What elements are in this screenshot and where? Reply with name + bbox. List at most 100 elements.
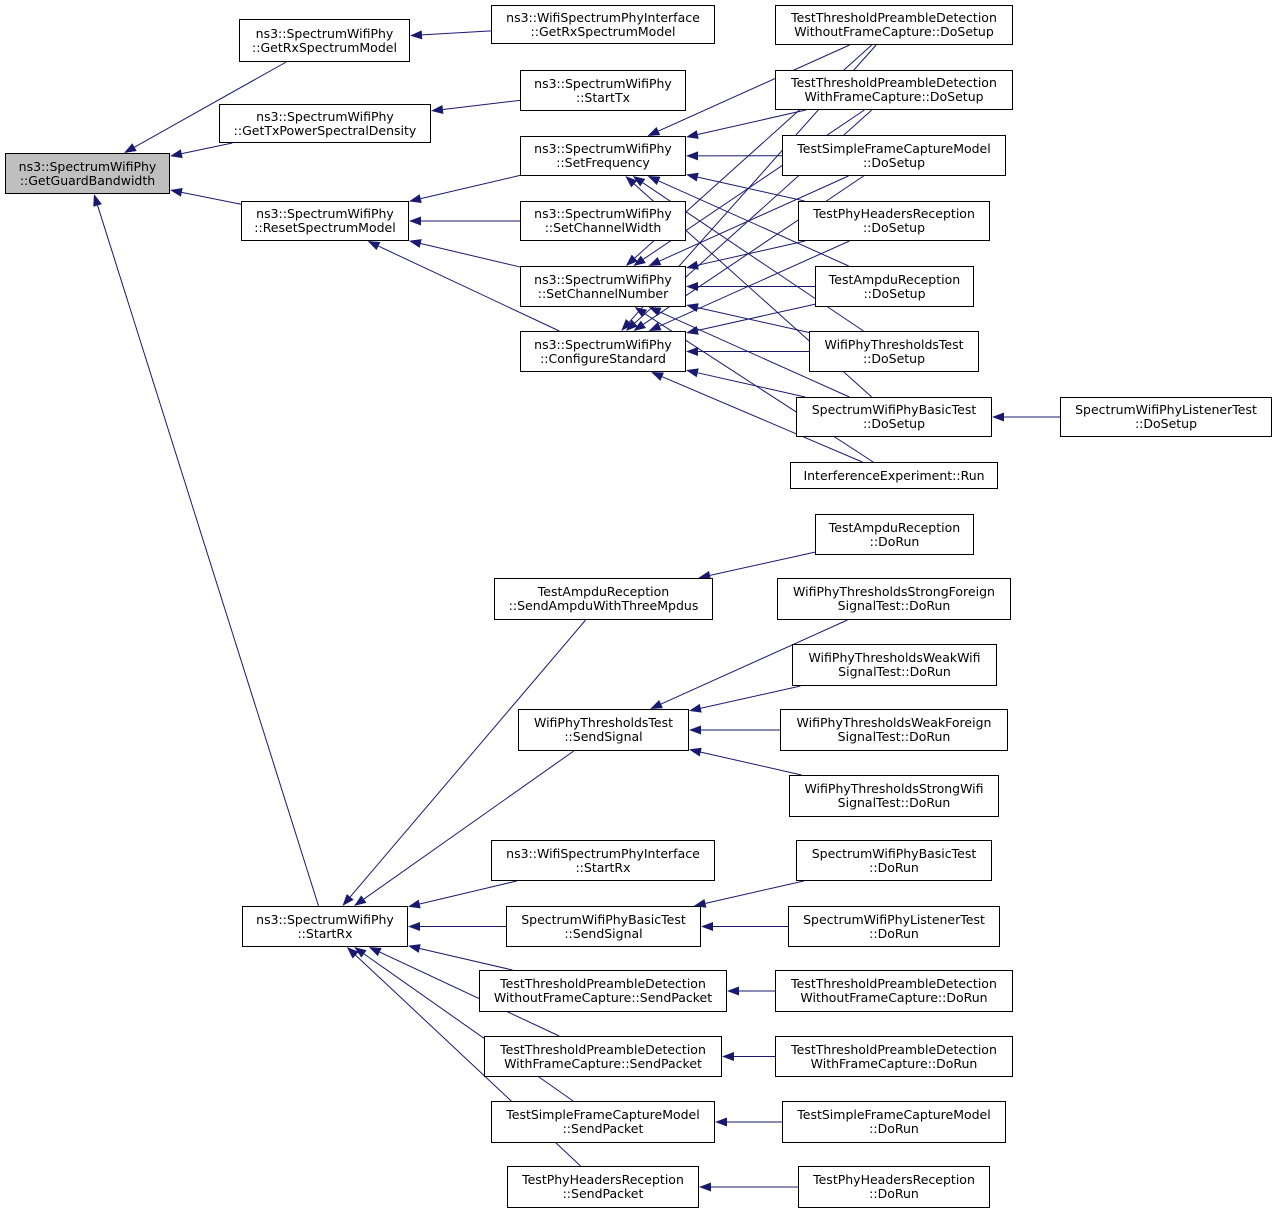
node-line-2: ::SendPacket xyxy=(562,1186,644,1201)
node-listener-test-dorun[interactable]: SpectrumWifiPhyListenerTest::DoRun xyxy=(788,906,1000,947)
edge-arrowhead xyxy=(992,412,1004,422)
node-line-1: ns3::SpectrumWifiPhy xyxy=(256,108,394,124)
node-ampdu-reception-dosetup[interactable]: TestAmpduReception::DoSetup xyxy=(815,266,974,307)
node-start-rx[interactable]: ns3::SpectrumWifiPhy::StartRx xyxy=(242,906,408,947)
node-line-1: TestAmpduReception xyxy=(828,519,961,535)
edge-arrowhead xyxy=(633,320,646,331)
node-configure-standard[interactable]: ns3::SpectrumWifiPhy::ConfigureStandard xyxy=(520,331,686,372)
node-wifi-phy-thresholds-send-signal[interactable]: WifiPhyThresholdsTest::SendSignal xyxy=(518,709,689,751)
node-if-start-rx[interactable]: ns3::WifiSpectrumPhyInterface::StartRx xyxy=(491,840,715,881)
edge-tpdw-to-setfreq xyxy=(697,109,806,136)
edge-confstd-to-resetsm xyxy=(378,245,560,332)
node-line-2: ::DoSetup xyxy=(862,154,926,170)
node-thresholds-dosetup[interactable]: WifiPhyThresholdsTest::DoSetup xyxy=(809,331,979,372)
edge-swpbt-to-confstd xyxy=(697,372,806,398)
edge-wpt_send-to-startrx xyxy=(363,750,575,900)
edge-arrowhead xyxy=(648,256,662,266)
edge-arrowhead xyxy=(409,194,422,204)
node-ampdu-reception-dorun[interactable]: TestAmpduReception::DoRun xyxy=(815,514,974,555)
node-line-1: TestPhyHeadersReception xyxy=(813,1172,975,1187)
edge-tpdwo_send-to-startrx xyxy=(419,947,513,971)
node-line-2: ::GetRxSpectrumModel xyxy=(252,39,397,55)
edge-arrowhead xyxy=(342,893,354,906)
node-if-get-rx-spectrum-model[interactable]: ns3::WifiSpectrumPhyInterface::GetRxSpec… xyxy=(491,5,715,44)
node-line-1: TestThresholdPreambleDetection xyxy=(500,976,706,991)
node-line-1: TestAmpduReception xyxy=(828,271,961,287)
edge-arrowhead xyxy=(650,699,663,709)
node-line-1: TestSimpleFrameCaptureModel xyxy=(797,140,991,156)
edge-arrowhead xyxy=(689,725,701,735)
node-line-2: ::ConfigureStandard xyxy=(540,350,666,366)
node-line-1: TestPhyHeadersReception xyxy=(813,206,975,221)
edge-arrowhead xyxy=(170,149,183,159)
edge-arrowhead xyxy=(625,319,638,331)
edge-arrowhead xyxy=(727,986,739,996)
node-line-2: WithFrameCapture::DoSetup xyxy=(804,89,984,104)
node-line-1: WifiPhyThresholdsStrongForeign xyxy=(793,584,995,599)
node-get-guard-bandwidth[interactable]: ns3::SpectrumWifiPhy::GetGuardBandwidth xyxy=(5,153,170,194)
node-set-channel-width[interactable]: ns3::SpectrumWifiPhy::SetChannelWidth xyxy=(520,201,686,241)
node-line-2: ::SetChannelWidth xyxy=(544,220,662,235)
edge-arrowhead xyxy=(693,898,707,908)
node-basic-test-dosetup[interactable]: SpectrumWifiPhyBasicTest::DoSetup xyxy=(796,397,992,437)
edge-sws_dorun-to-wpt_send xyxy=(700,751,802,776)
edge-arrowhead xyxy=(686,260,699,270)
node-reset-spectrum-model[interactable]: ns3::SpectrumWifiPhy::ResetSpectrumModel xyxy=(241,201,409,241)
node-test-ampdu-reception-send[interactable]: TestAmpduReception::SendAmpduWithThreeMp… xyxy=(494,578,713,620)
edge-tphr-to-setcn xyxy=(697,240,806,266)
edge-resetsm-to-root xyxy=(181,191,242,205)
node-set-channel-number[interactable]: ns3::SpectrumWifiPhy::SetChannelNumber xyxy=(520,266,686,307)
node-start-tx[interactable]: ns3::SpectrumWifiPhy::StartTx xyxy=(520,70,686,111)
node-basic-test-dorun[interactable]: SpectrumWifiPhyBasicTest::DoRun xyxy=(796,840,992,881)
edge-arrowhead xyxy=(686,172,699,182)
node-listener-test-dosetup[interactable]: SpectrumWifiPhyListenerTest::DoSetup xyxy=(1060,397,1272,437)
node-line-2: ::StartTx xyxy=(576,89,630,105)
node-line-1: ns3::WifiSpectrumPhyInterface xyxy=(506,845,700,861)
node-frame-capture-send-packet[interactable]: TestSimpleFrameCaptureModel::SendPacket xyxy=(491,1101,715,1143)
node-line-1: TestThresholdPreambleDetection xyxy=(500,1041,706,1057)
node-get-rx-spectrum-model[interactable]: ns3::SpectrumWifiPhy::GetRxSpectrumModel xyxy=(239,19,410,62)
node-line-1: ns3::SpectrumWifiPhy xyxy=(534,75,672,91)
node-basic-test-send-signal[interactable]: SpectrumWifiPhyBasicTest::SendSignal xyxy=(506,906,701,947)
edge-arrowhead xyxy=(408,922,420,931)
node-line-2: ::GetGuardBandwidth xyxy=(19,172,156,188)
node-set-frequency[interactable]: ns3::SpectrumWifiPhy::SetFrequency xyxy=(520,136,686,176)
node-frame-capture-dorun[interactable]: TestSimpleFrameCaptureModel::DoRun xyxy=(782,1101,1006,1143)
edge-tsfcm-to-setcn xyxy=(659,175,849,262)
edge-arrowhead xyxy=(368,947,382,957)
node-line-2: ::DoSetup xyxy=(863,285,926,301)
node-line-1: SpectrumWifiPhyListenerTest xyxy=(1075,402,1257,417)
node-line-1: WifiPhyThresholdsStrongWifi xyxy=(804,781,984,796)
node-frame-capture-dosetup[interactable]: TestSimpleFrameCaptureModel::DoSetup xyxy=(782,135,1006,176)
node-phy-headers-send-packet[interactable]: TestPhyHeadersReception::SendPacket xyxy=(507,1166,699,1208)
node-line-1: ns3::WifiSpectrumPhyInterface xyxy=(506,9,700,25)
node-interference-experiment-run[interactable]: InterferenceExperiment::Run xyxy=(790,462,998,489)
node-get-tx-power-spectral-density[interactable]: ns3::SpectrumWifiPhy::GetTxPowerSpectral… xyxy=(219,104,431,143)
node-line-1: TestThresholdPreambleDetection xyxy=(791,10,997,25)
edge-arrowhead xyxy=(632,176,646,187)
edge-startrx-to-root xyxy=(97,205,320,907)
node-line-2: WithFrameCapture::SendPacket xyxy=(504,1055,702,1071)
edge-arrowhead xyxy=(431,105,444,114)
node-phy-headers-dorun[interactable]: TestPhyHeadersReception::DoRun xyxy=(798,1166,990,1208)
node-line-1: ns3::SpectrumWifiPhy xyxy=(256,911,394,927)
node-line-1: ns3::SpectrumWifiPhy xyxy=(534,206,672,221)
node-phy-headers-dosetup[interactable]: TestPhyHeadersReception::DoSetup xyxy=(798,201,990,241)
edge-arrowhead xyxy=(701,922,713,931)
edge-swpbt-to-setcn xyxy=(659,311,850,398)
node-line-2: ::SendAmpduWithThreeMpdus xyxy=(508,598,699,613)
node-line-2: ::DoRun xyxy=(869,859,919,875)
node-line-1: InterferenceExperiment::Run xyxy=(803,467,985,483)
edge-arrowhead xyxy=(648,321,662,331)
edge-arrowhead xyxy=(715,1117,727,1127)
